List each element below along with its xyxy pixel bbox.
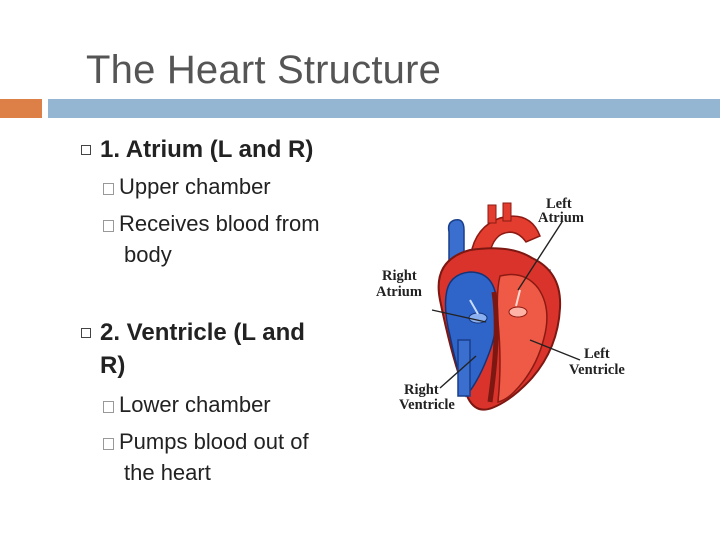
list-item-continuation: the heart	[124, 460, 211, 485]
label-right-atrium: Atrium	[376, 284, 422, 300]
label-right-atrium: Right	[382, 268, 417, 284]
list-item-text: Pumps blood out of	[119, 429, 309, 454]
accent-bar-blue	[48, 99, 720, 118]
label-right-ventricle: Right	[404, 382, 439, 398]
list-item: Pumps blood out of	[103, 426, 309, 458]
mitral-valve	[508, 306, 528, 318]
aortic-branch	[502, 202, 512, 222]
square-bullet-icon	[81, 145, 91, 155]
pointer-line	[529, 339, 581, 361]
accent-bar-orange	[0, 99, 42, 118]
checkbox-bullet-icon	[103, 438, 114, 450]
pointer-line	[431, 309, 487, 323]
square-bullet-icon	[81, 328, 91, 338]
checkbox-bullet-icon	[103, 220, 114, 232]
list-item: Upper chamber	[103, 171, 271, 203]
label-left-atrium: Left	[546, 196, 572, 212]
inferior-vena-cava	[457, 339, 471, 397]
section-heading-ventricle-continuation: R)	[100, 352, 126, 379]
left-chambers	[496, 273, 548, 403]
list-item-text: Upper chamber	[119, 174, 271, 199]
section-heading-ventricle: 2. Ventricle (L and	[100, 319, 305, 346]
checkbox-bullet-icon	[103, 183, 114, 195]
list-item: Lower chamber	[103, 389, 271, 421]
list-item: Receives blood from	[103, 208, 320, 240]
label-left-ventricle: Left	[584, 346, 610, 362]
list-item-text: Receives blood from	[119, 211, 320, 236]
aortic-branch	[487, 204, 497, 224]
section-heading-atrium: 1. Atrium (L and R)	[100, 136, 314, 163]
flow-arrow	[515, 289, 521, 307]
pointer-line	[517, 221, 563, 291]
list-item-continuation: body	[124, 242, 172, 267]
checkbox-bullet-icon	[103, 401, 114, 413]
list-item-text: Lower chamber	[119, 392, 271, 417]
septum	[487, 291, 499, 403]
pointer-line	[439, 355, 477, 389]
heart-diagram: Left Atrium Right Atrium Left Ventricle …	[376, 196, 625, 413]
flow-arrow	[469, 299, 479, 315]
label-left-atrium: Atrium	[538, 210, 584, 226]
label-left-ventricle: Ventricle	[569, 362, 625, 378]
label-right-ventricle: Ventricle	[399, 397, 455, 413]
slide-title: The Heart Structure	[86, 48, 442, 92]
